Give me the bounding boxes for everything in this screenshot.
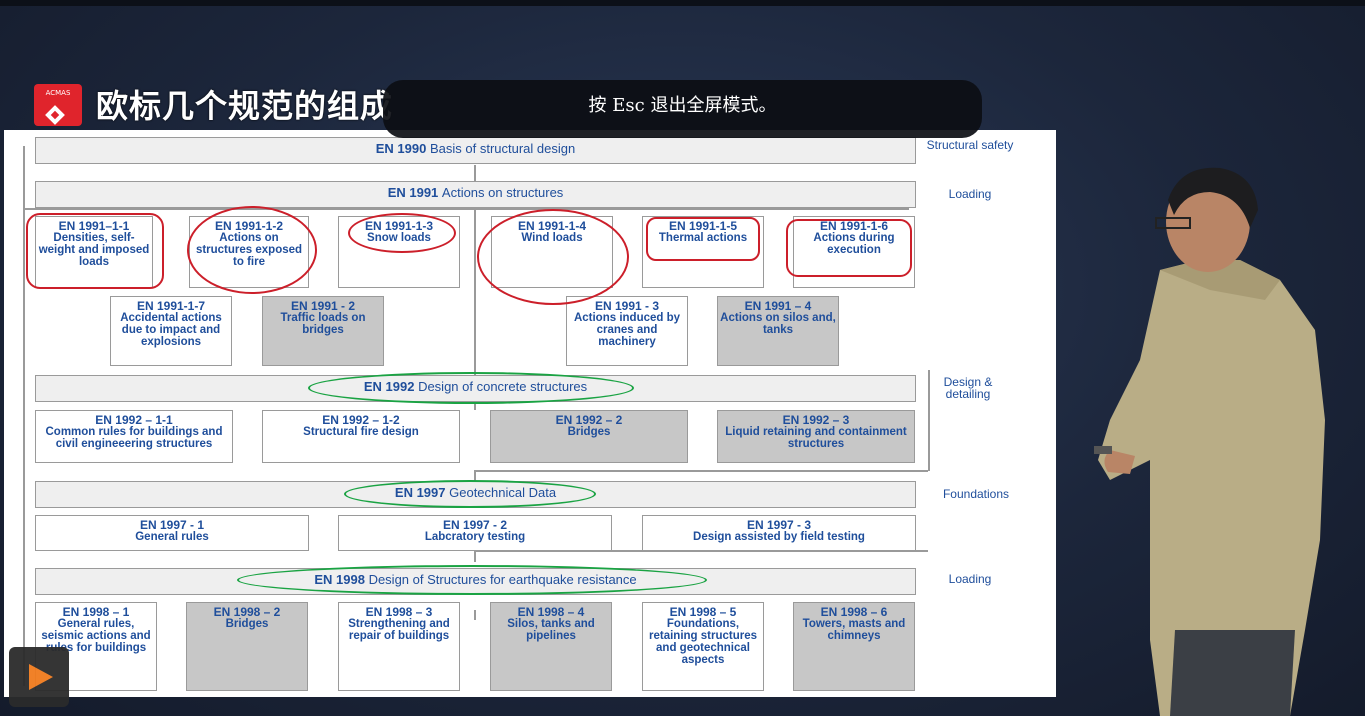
en1990-box: EN 1990 Basis of structural design — [35, 137, 916, 164]
play-icon — [29, 664, 53, 690]
eurocode-diagram-slide: EN 1990 Basis of structural design Struc… — [4, 130, 1056, 697]
category-foundations: Foundations — [942, 487, 1010, 501]
presenter-figure — [1094, 167, 1325, 716]
play-button[interactable] — [9, 647, 69, 707]
en1998-box: EN 1998 Design of Structures for earthqu… — [35, 568, 916, 595]
en1997-box: EN 1997 Geotechnical Data — [35, 481, 916, 508]
category-structural-safety: Structural safety — [926, 138, 1014, 152]
slide-title: 欧标几个规范的组成 — [96, 87, 394, 125]
category-loading-2: Loading — [948, 572, 992, 586]
en1992-box: EN 1992 Design of concrete structures — [35, 375, 916, 402]
fullscreen-exit-notice: 按 Esc 退出全屏模式。 — [383, 80, 982, 138]
logo-text: ACMAS — [45, 89, 71, 97]
category-design-detailing: Design & detailing — [943, 375, 993, 401]
category-loading: Loading — [948, 187, 992, 201]
en1991-box: EN 1991 Actions on structures — [35, 181, 916, 208]
top-bar — [0, 0, 1365, 6]
logo-icon: ACMAS — [34, 84, 82, 126]
